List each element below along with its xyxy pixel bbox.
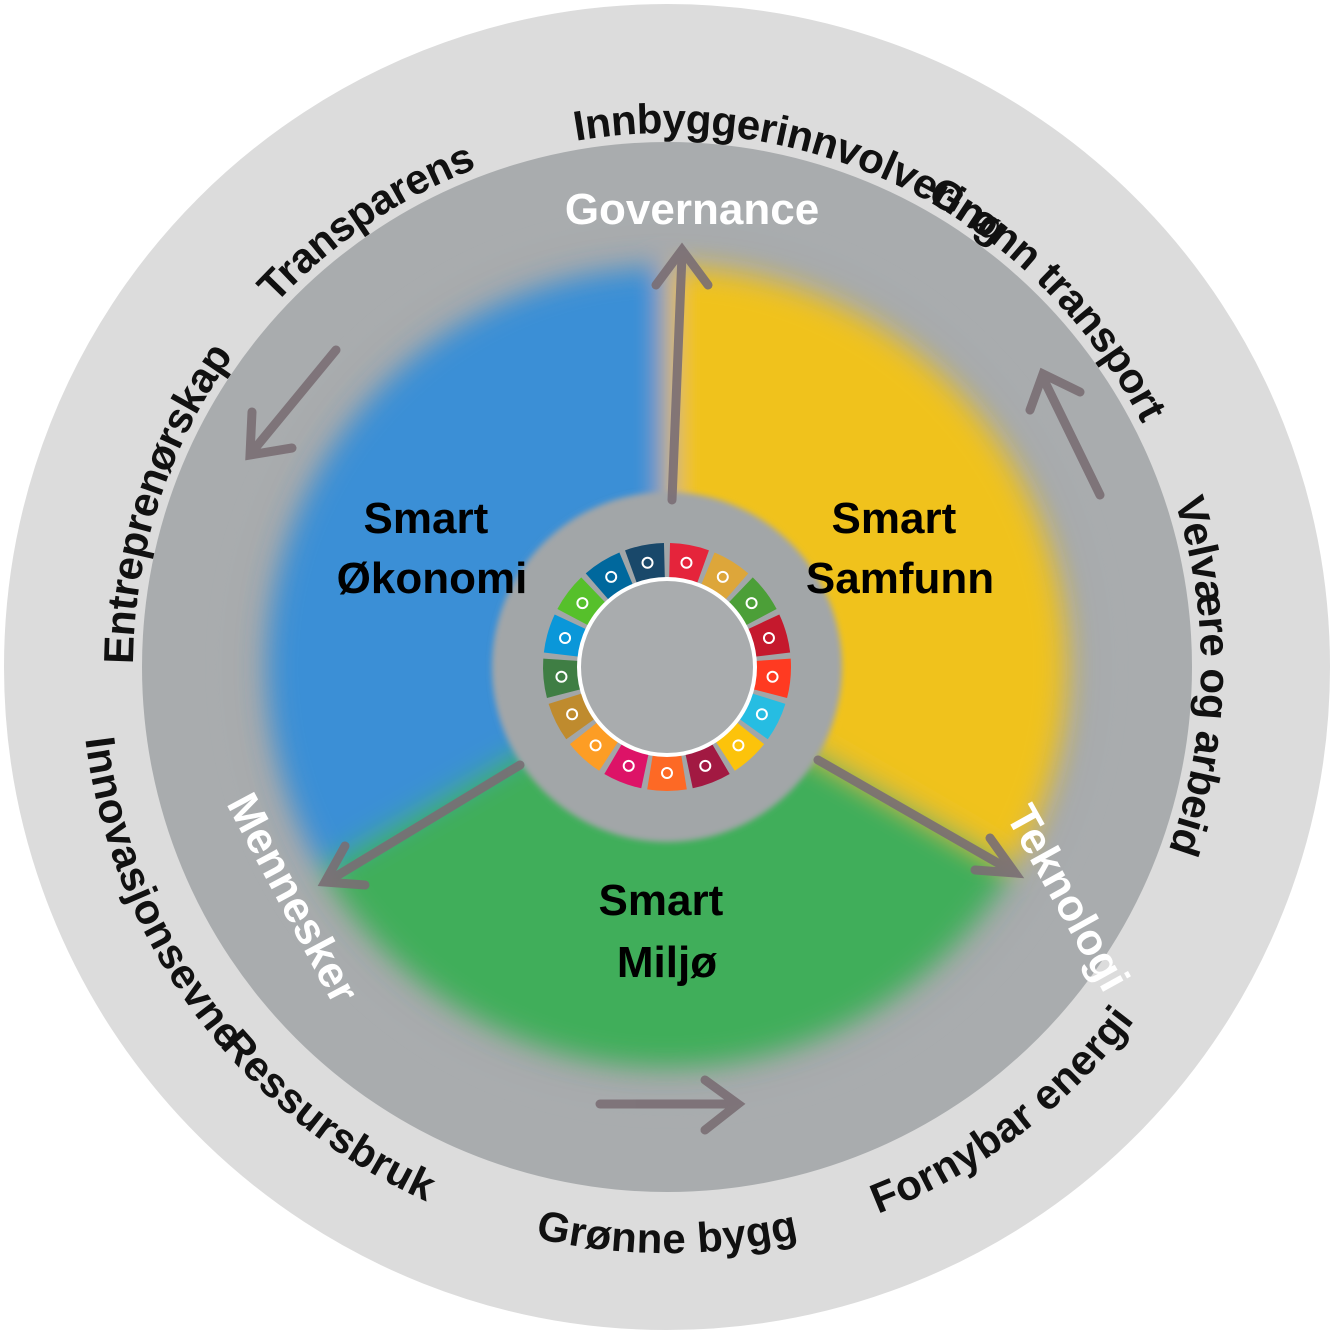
sdg-wheel: [542, 543, 792, 792]
sdg-goal-10-segment[interactable]: [604, 742, 649, 789]
sector-miljo-line2: Miljø: [617, 938, 717, 987]
sdg-goal-2-icon: [716, 570, 729, 583]
sdg-goal-15-icon: [576, 597, 589, 610]
sdg-goal-6-segment[interactable]: [738, 693, 786, 740]
sdg-goal-5-segment[interactable]: [752, 658, 792, 699]
arrowhead-teknologi: [970, 833, 1025, 879]
sector-samfunn[interactable]: [667, 267, 1067, 867]
sdg-goal-8-icon: [699, 759, 712, 772]
arrow-governance: [667, 250, 687, 505]
sdg-goal-11-icon: [589, 739, 602, 752]
cycle-arrow-left: [247, 345, 341, 457]
sdg-goal-12-icon: [566, 708, 579, 721]
sector-miljo[interactable]: [320, 742, 1014, 1067]
sdg-goal-1-icon: [680, 556, 693, 569]
sector-samfunn-line2: Samfunn: [806, 554, 994, 603]
sdg-goal-9-icon: [661, 767, 673, 779]
axis-arrows: [245, 242, 1105, 1135]
sdg-goal-12-segment[interactable]: [548, 693, 596, 740]
arrowhead-governance: [651, 242, 713, 290]
sdg-goal-11-segment[interactable]: [569, 721, 619, 771]
sector-miljo-line1: Smart: [599, 876, 724, 925]
sdg-goal-5-icon: [766, 670, 779, 683]
sector-samfunn-label: Smart Samfunn: [806, 494, 994, 603]
sectors: [267, 267, 1067, 1067]
sdg-goal-9-segment[interactable]: [647, 753, 687, 792]
sdg-goal-14-icon: [559, 631, 572, 644]
sdg-goal-13-segment[interactable]: [542, 658, 582, 699]
arrow-teknologi: [813, 755, 1015, 875]
sdg-goal-2-segment[interactable]: [700, 552, 749, 601]
sdg-goal-17-segment[interactable]: [625, 543, 665, 585]
cycle-arrowhead-right: [1025, 367, 1085, 415]
arrow-mennesker: [325, 760, 525, 885]
sdg-goal-8-segment[interactable]: [685, 742, 730, 789]
sdg-goal-10-icon: [622, 759, 635, 772]
sdg-goal-15-segment[interactable]: [557, 577, 607, 626]
sdg-goal-7-icon: [732, 739, 745, 752]
sdg-goal-16-icon: [605, 570, 618, 583]
sdg-goal-16-segment[interactable]: [585, 552, 634, 601]
cycle-arrowhead-bottom: [700, 1075, 746, 1135]
sector-okonomi-label: Smart Økonomi: [337, 494, 528, 603]
sdg-goal-7-segment[interactable]: [715, 721, 765, 771]
sdg-goal-3-icon: [745, 597, 758, 610]
sdg-goal-6-icon: [755, 708, 768, 721]
cycle-arrow-right: [1038, 373, 1105, 500]
sdg-wheel-center: [577, 577, 757, 757]
sdg-goal-17-icon: [641, 556, 654, 569]
axis-governance-label: Governance: [565, 185, 819, 234]
sdg-goal-14-segment[interactable]: [543, 614, 588, 657]
sdg-goal-4-icon: [762, 631, 775, 644]
sector-miljo-label: Smart Miljø: [599, 876, 736, 987]
arrowhead-mennesker: [317, 841, 370, 890]
sector-okonomi-line2: Økonomi: [337, 554, 528, 603]
sdg-goal-4-segment[interactable]: [746, 614, 791, 657]
sector-okonomi[interactable]: [267, 267, 667, 867]
sector-okonomi-line1: Smart: [364, 494, 489, 543]
sdg-goal-3-segment[interactable]: [727, 577, 777, 626]
sector-samfunn-line1: Smart: [832, 494, 957, 543]
cycle-arrowhead-left: [245, 407, 297, 461]
sdg-goal-1-segment[interactable]: [669, 543, 709, 585]
sdg-goal-13-icon: [555, 670, 568, 683]
